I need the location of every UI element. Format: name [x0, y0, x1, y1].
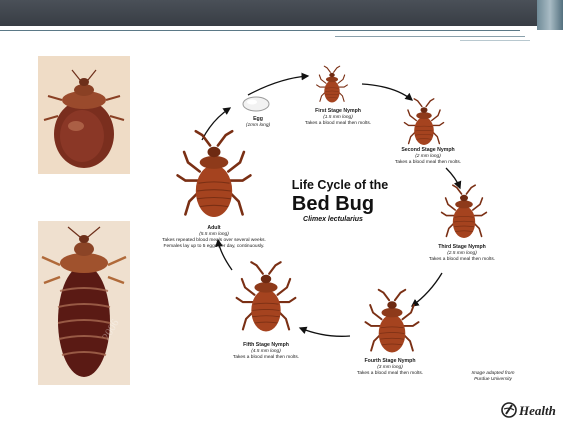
svg-text:Females lay up to 5 eggs per d: Females lay up to 5 eggs per day, contin…	[164, 243, 265, 249]
svg-text:Image adapted from: Image adapted from	[472, 370, 515, 376]
svg-text:Third Stage Nymph: Third Stage Nymph	[438, 244, 486, 250]
slide-header-bar	[0, 0, 563, 26]
svg-text:(2.5 mm long): (2.5 mm long)	[447, 250, 477, 256]
svg-text:(4.5 mm long): (4.5 mm long)	[251, 348, 281, 354]
first-stage-label: First Stage Nymph (1.5 mm long) Takes a …	[305, 108, 371, 126]
fifth-stage-label: Fifth Stage Nymph (4.5 mm long) Takes a …	[233, 342, 299, 360]
scientific-name: Climex lectularius	[303, 216, 363, 223]
svg-text:Takes a blood meal then molts.: Takes a blood meal then molts.	[233, 354, 299, 360]
svg-text:(1mm long): (1mm long)	[246, 122, 271, 128]
svg-text:(5.5 mm long): (5.5 mm long)	[199, 231, 229, 237]
fourth-stage-label: Fourth Stage Nymph (3 mm long) Takes a b…	[357, 358, 423, 376]
header-rule-tertiary	[460, 40, 530, 41]
header-rule	[0, 30, 520, 31]
svg-text:Egg: Egg	[253, 116, 263, 122]
arrow-egg-to-first	[248, 76, 308, 95]
header-accent	[537, 0, 563, 30]
adult-label: Adult (5.5 mm long) Takes repeated blood…	[162, 225, 266, 249]
svg-text:Purdue University: Purdue University	[474, 376, 512, 382]
svg-text:(1.5 mm long): (1.5 mm long)	[323, 114, 353, 120]
logo-text: Health	[518, 403, 556, 418]
egg-label: Egg (1mm long)	[246, 116, 271, 128]
svg-text:Fourth Stage Nymph: Fourth Stage Nymph	[364, 358, 415, 364]
bed-bug-photo-top	[38, 56, 130, 174]
arrow-first-to-second	[362, 84, 412, 100]
first-stage-nymph-illustration	[317, 66, 348, 102]
image-credit: Image adapted from Purdue University	[472, 370, 515, 382]
svg-text:Adult: Adult	[207, 225, 221, 231]
arrow-fourth-to-fifth	[300, 328, 350, 336]
adult-bed-bug-illustration	[178, 131, 251, 217]
health-logo: Health	[500, 400, 562, 420]
second-stage-label: Second Stage Nymph (2 mm long) Takes a b…	[395, 147, 461, 165]
fifth-stage-nymph-illustration	[237, 262, 296, 331]
svg-text:Takes a blood meal then molts.: Takes a blood meal then molts.	[305, 120, 371, 126]
svg-text:Second Stage Nymph: Second Stage Nymph	[401, 147, 454, 153]
svg-text:Takes repeated blood meals ove: Takes repeated blood meals over several …	[162, 237, 266, 243]
arrow-third-to-fourth	[412, 273, 442, 306]
svg-text:Fifth Stage Nymph: Fifth Stage Nymph	[243, 342, 289, 348]
second-stage-nymph-illustration	[404, 99, 443, 145]
third-stage-label: Third Stage Nymph (2.5 mm long) Takes a …	[429, 244, 495, 262]
egg-illustration	[243, 97, 269, 111]
svg-text:Takes a blood meal then molts.: Takes a blood meal then molts.	[429, 256, 495, 262]
diagram-title-main: Bed Bug	[292, 193, 374, 215]
life-cycle-diagram: Life Cycle of the Bed Bug Climex lectula…	[150, 48, 520, 388]
svg-text:First Stage Nymph: First Stage Nymph	[315, 108, 361, 114]
svg-text:Takes a blood meal then molts.: Takes a blood meal then molts.	[357, 370, 423, 376]
header-rule-secondary	[335, 36, 525, 37]
fourth-stage-nymph-illustration	[365, 290, 418, 353]
svg-text:Takes a blood meal then molts.: Takes a blood meal then molts.	[395, 159, 461, 165]
svg-text:(3 mm long): (3 mm long)	[377, 364, 403, 370]
svg-text:(2 mm long): (2 mm long)	[415, 153, 441, 159]
diagram-title: Life Cycle of the	[292, 178, 389, 192]
logo-icon	[502, 403, 516, 417]
bed-bug-photo-bottom: 2006	[38, 221, 130, 385]
third-stage-nymph-illustration	[442, 185, 487, 238]
